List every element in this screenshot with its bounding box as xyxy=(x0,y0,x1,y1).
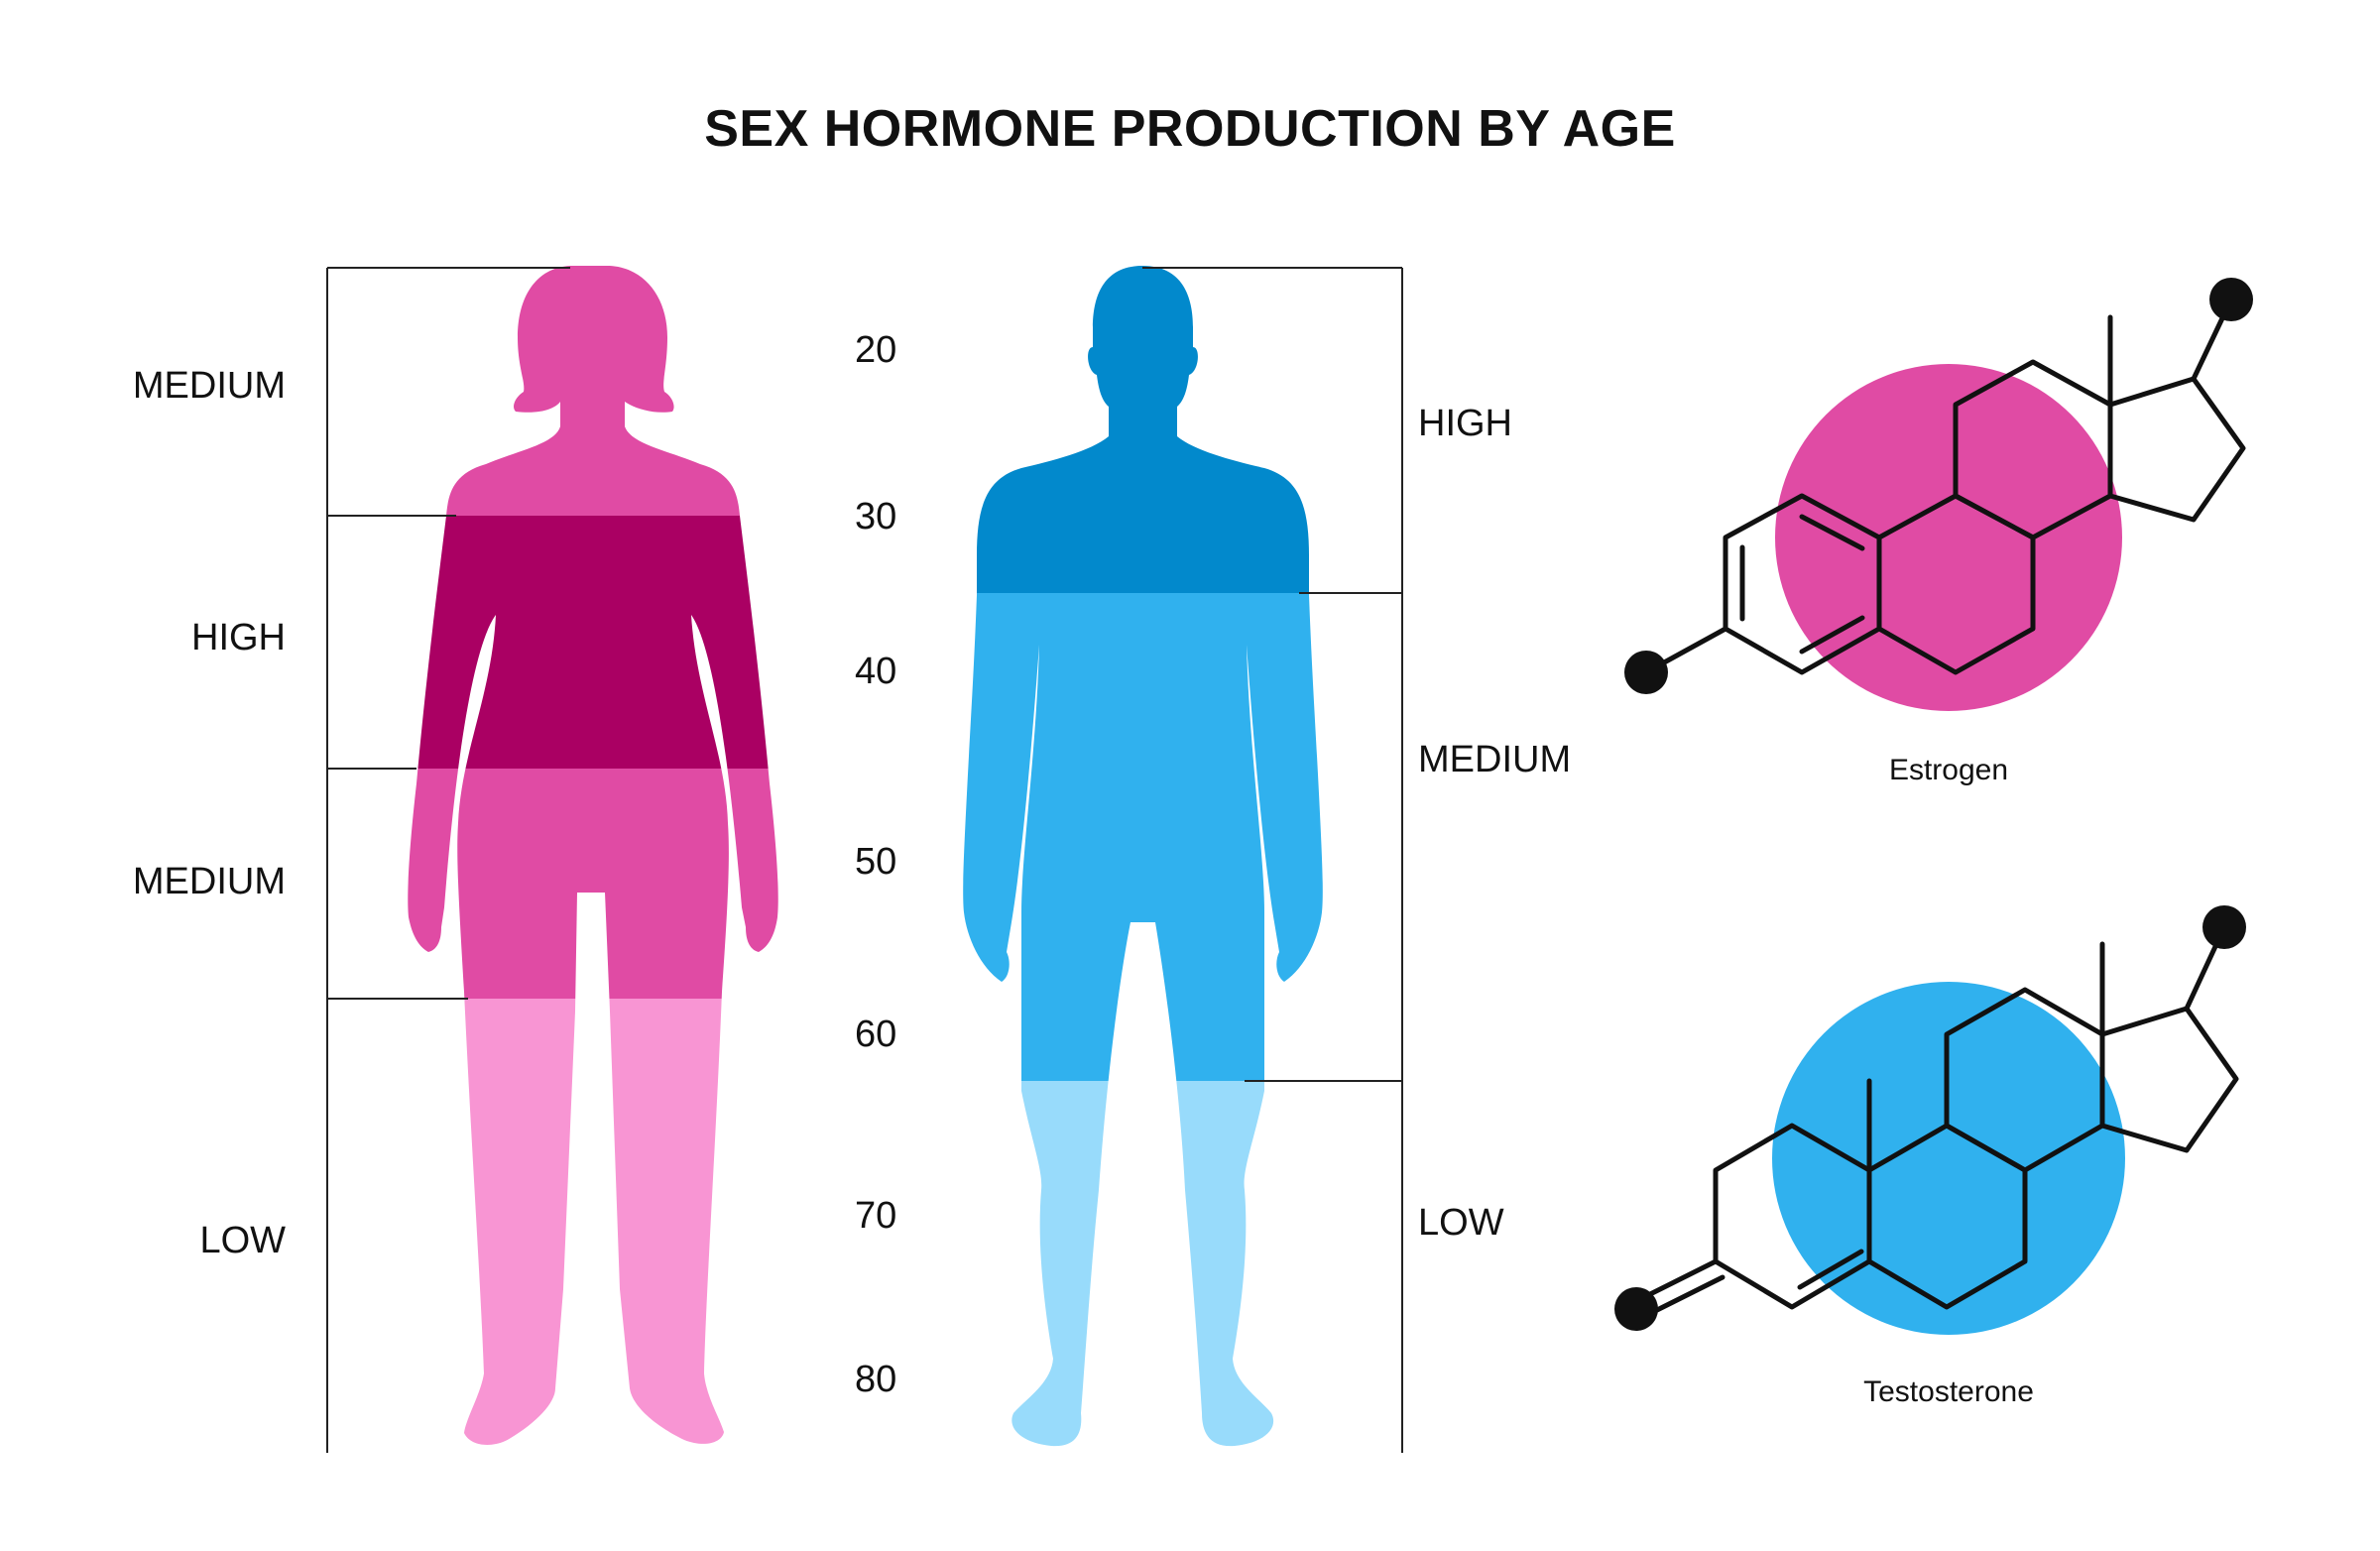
female-level-label: MEDIUM xyxy=(132,365,286,407)
female-band-medium xyxy=(408,769,778,999)
estrogen-molecule xyxy=(1624,278,2253,711)
male-band-low xyxy=(963,1081,1323,1447)
male-level-label: MEDIUM xyxy=(1418,739,1572,780)
female-scale xyxy=(326,267,570,1453)
page-title: SEX HORMONE PRODUCTION BY AGE xyxy=(704,100,1676,158)
male-figure xyxy=(963,266,1323,1447)
female-figure xyxy=(408,266,778,1445)
female-level-label: HIGH xyxy=(191,617,286,658)
estrogen-label: Estrogen xyxy=(1888,754,2009,786)
male-scale xyxy=(1142,267,1403,1453)
age-label: 60 xyxy=(855,1014,897,1055)
age-label: 70 xyxy=(855,1195,897,1237)
age-label: 50 xyxy=(855,841,897,883)
female-band-low xyxy=(408,999,778,1445)
testosterone-circle xyxy=(1772,982,2125,1335)
testosterone-molecule xyxy=(1614,905,2246,1335)
female-band-medium-top xyxy=(408,266,778,516)
age-label: 40 xyxy=(855,651,897,692)
testosterone-label: Testosterone xyxy=(1863,1375,2034,1408)
male-band-high xyxy=(963,266,1323,593)
male-level-label: LOW xyxy=(1418,1202,1504,1244)
male-level-label: HIGH xyxy=(1418,403,1512,444)
age-label: 80 xyxy=(855,1359,897,1400)
female-level-label: MEDIUM xyxy=(132,861,286,902)
female-level-label: LOW xyxy=(199,1220,286,1261)
male-band-medium xyxy=(963,593,1323,1081)
age-label: 30 xyxy=(855,496,897,537)
female-band-high xyxy=(408,516,778,769)
age-label: 20 xyxy=(855,329,897,371)
